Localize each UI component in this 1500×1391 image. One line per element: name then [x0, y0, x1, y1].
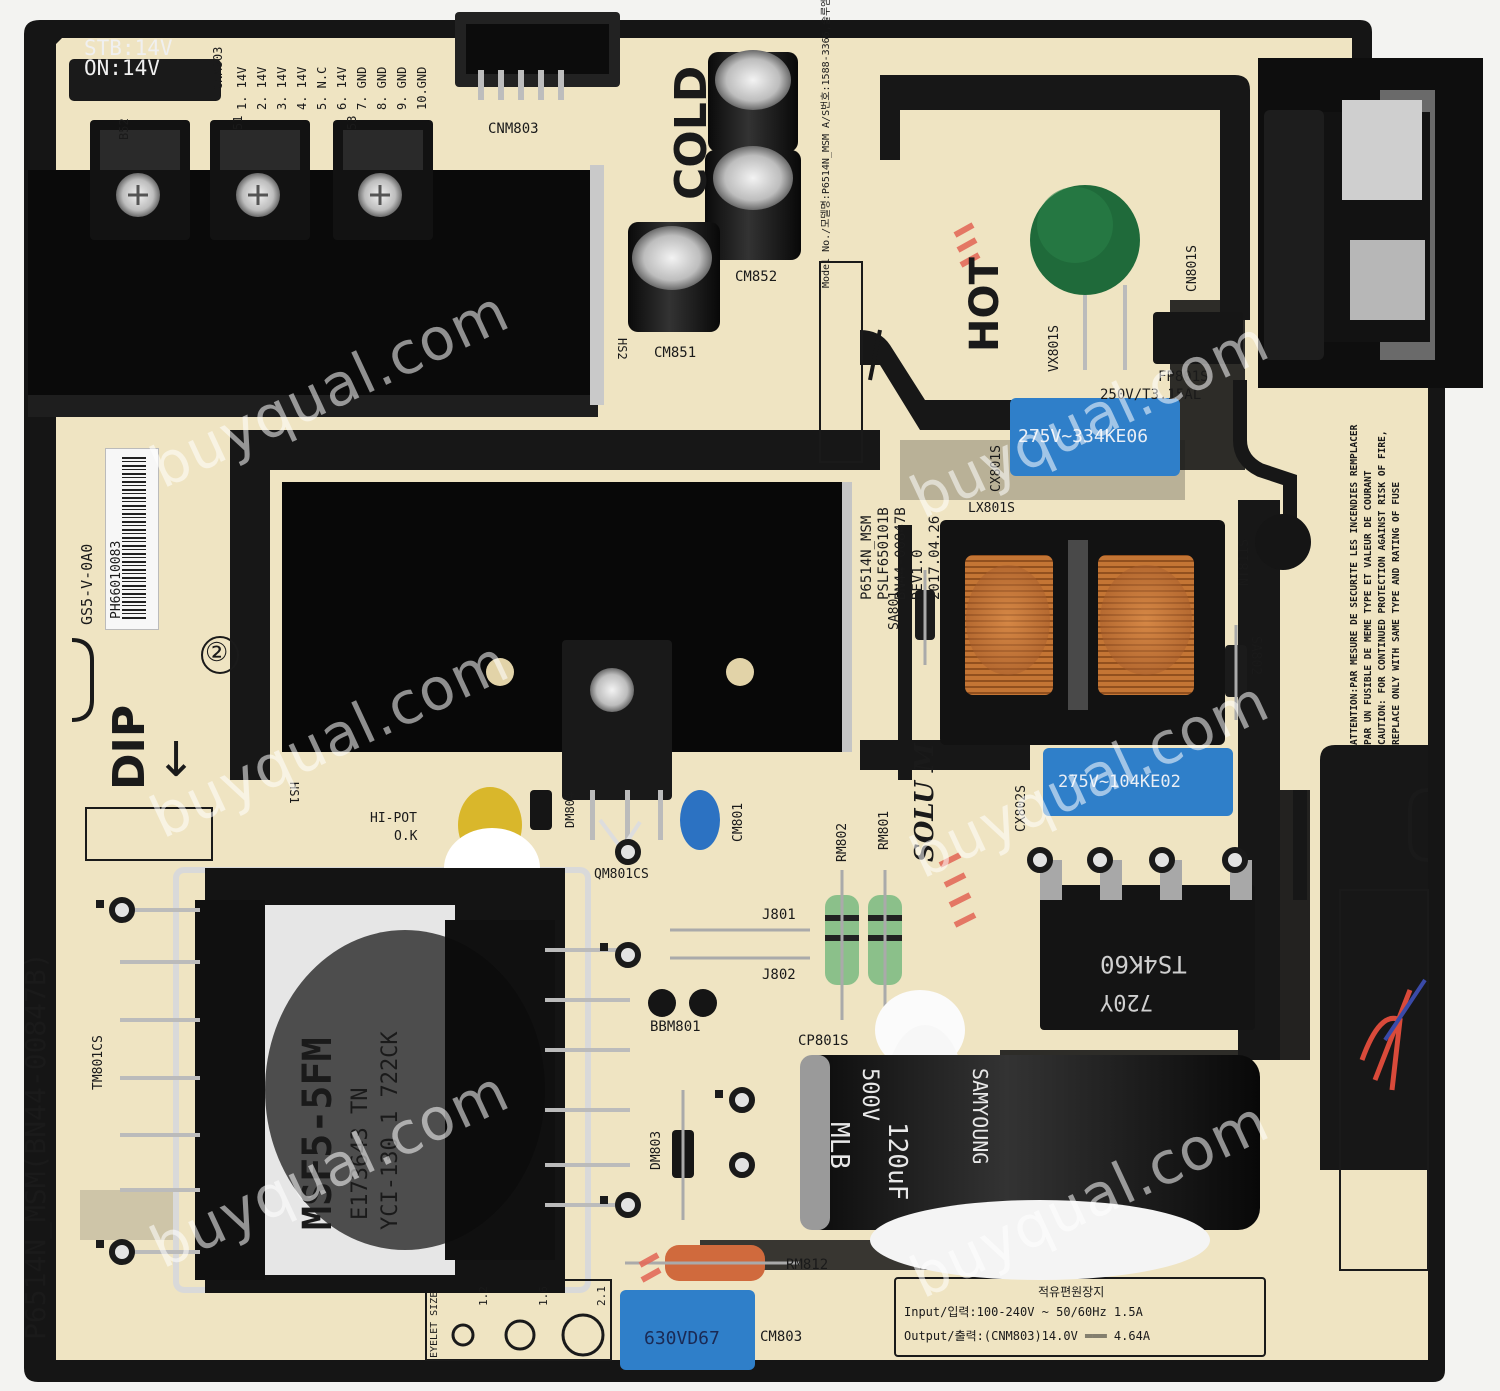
- eyelet-size-2: 1.6: [537, 1286, 550, 1306]
- barcode-bars: [122, 457, 146, 621]
- model-number-label: P6514N_MSM(BN44-00847B): [19, 952, 52, 1340]
- dip-label: DIP: [104, 704, 155, 790]
- hipot-ok-label: O.K: [394, 829, 418, 844]
- eyelet-size-3: 2.1: [595, 1286, 608, 1306]
- cn801s-label: CN801S: [1185, 245, 1200, 292]
- cm803-label: CM803: [760, 1329, 803, 1345]
- film-cap-text: 630VD67: [644, 1328, 720, 1349]
- pin-5: 5. N.C: [315, 66, 329, 110]
- b51-label: 51: [231, 115, 245, 130]
- pin-6: 6. 14V: [335, 66, 349, 110]
- dm804-label: DM804: [563, 791, 577, 828]
- pin-7: 7. GND: [355, 66, 369, 110]
- x-cap-2-text: 275V~104KE02: [1058, 772, 1181, 792]
- cm852-label: CM852: [735, 269, 778, 285]
- on-voltage-label: ON:14V: [84, 56, 160, 80]
- cp801s-label: CP801S: [798, 1033, 849, 1049]
- rm812-label: RM812: [786, 1257, 829, 1273]
- pin-1: 1. 14V: [235, 66, 249, 110]
- rev-line-3: BN44-00847B: [893, 507, 909, 600]
- rating-title: 적유편원장지: [1038, 1285, 1105, 1299]
- eyelet-size-1: 1.2: [477, 1286, 490, 1306]
- rating-input: Input/입력:100-240V ~ 50/60Hz 1.5A: [904, 1305, 1143, 1319]
- fp801s-label: FP801S: [1158, 369, 1209, 385]
- bulk-cap-series: MLB: [824, 1122, 854, 1169]
- cold-side-label: COLD: [666, 65, 717, 200]
- cm801-label: CM801: [731, 802, 746, 842]
- pin-3: 3. 14V: [275, 66, 289, 110]
- bbm801-label: BBM801: [650, 1019, 701, 1035]
- bridge-code-text: 720Y: [1100, 989, 1153, 1014]
- cnm803-label: CNM803: [488, 121, 539, 137]
- stb-voltage-label: STB:14V: [84, 36, 173, 60]
- rev-line-4: REV1.0: [910, 549, 926, 600]
- cnm803-top-label: CNM803: [211, 46, 225, 90]
- sa801-label: SA801: [887, 590, 902, 630]
- hs2-label: HS2: [615, 338, 629, 360]
- caution-text: ATTENTION:PAR MESURE DE SECURITE LES INC…: [1349, 405, 1430, 745]
- hot-side-label: HOT: [962, 257, 1008, 352]
- bulk-cap-voltage: 500V: [857, 1068, 882, 1121]
- cm851-label: CM851: [654, 345, 697, 361]
- rating-box: 적유편원장지 Input/입력:100-240V ~ 50/60Hz 1.5A …: [898, 1282, 1264, 1354]
- j801-label: J801: [762, 907, 796, 923]
- pin-4: 4. 14V: [295, 66, 309, 110]
- barcode-sticker: PH66010083: [105, 448, 159, 630]
- rev-line-2: PSLF650101B: [876, 507, 892, 600]
- fuse-rating-label: 250V/T3.15AL: [1100, 387, 1202, 403]
- caution-line-3: CAUTION: FOR CONTINUED PROTECTION AGAINS…: [1377, 430, 1388, 745]
- caution-line-2: PAR UN FUSIBLE DE MEME TYPE ET VALEUR DE…: [1363, 470, 1374, 745]
- bulk-cap-brand: SAMYOUNG: [968, 1068, 992, 1165]
- rev-line-1: P6514N_MSM: [859, 515, 875, 600]
- circle-number: ②: [205, 638, 229, 668]
- lx801s-label: LX801S: [968, 501, 1015, 516]
- caution-line-1: ATTENTION:PAR MESURE DE SECURITE LES INC…: [1349, 424, 1360, 745]
- b52-label: B52: [117, 118, 131, 140]
- caution-line-4: REPLACE ONLY WITH SAME TYPE AND RATING O…: [1391, 481, 1402, 745]
- rm801-label: RM801: [877, 810, 892, 850]
- j802-label: J802: [762, 967, 796, 983]
- hipot-label: HI-POT: [370, 811, 417, 826]
- nt811s-label: NT811S: [1237, 539, 1252, 586]
- model-strip: Model No./모델명:P6514N_MSM A/S번호:1588-3366…: [821, 0, 832, 288]
- bridge-text: TS4K60: [1100, 950, 1187, 978]
- barcode-text: PH66010083: [109, 540, 124, 619]
- tm801cs-label: TM801CS: [91, 1035, 106, 1090]
- pin-8: 8. GND: [375, 66, 389, 110]
- eyelet-size-label: EYELET SIZE: [429, 1291, 440, 1358]
- qm801cs-label: QM801CS: [594, 867, 649, 882]
- dip-arrow-icon: ↓: [156, 732, 197, 788]
- rm802-label: RM802: [835, 822, 850, 862]
- b53-label: 53: [345, 115, 359, 130]
- connector-pin-list: 1. 14V 2. 14V 3. 14V 4. 14V 5. N.C 6. 14…: [235, 22, 446, 112]
- pin-9: 9. GND: [395, 66, 409, 110]
- bulk-cap-value: 120uF: [882, 1122, 912, 1201]
- x-cap-1-text: 275V~334KE06: [1018, 426, 1149, 447]
- vx801s-label: VX801S: [1047, 325, 1062, 372]
- pin-2: 2. 14V: [255, 66, 269, 110]
- eyelet-box: EYELET SIZE 1.2 1.6 2.1: [428, 1280, 610, 1360]
- pin-10: 10.GND: [415, 66, 429, 110]
- rating-output: Output/출력:(CNM803)14.0V ═══ 4.64A: [904, 1329, 1151, 1343]
- dm803-label: DM803: [649, 1130, 664, 1170]
- barcode-top-text: GS5-V-0A0: [78, 543, 96, 625]
